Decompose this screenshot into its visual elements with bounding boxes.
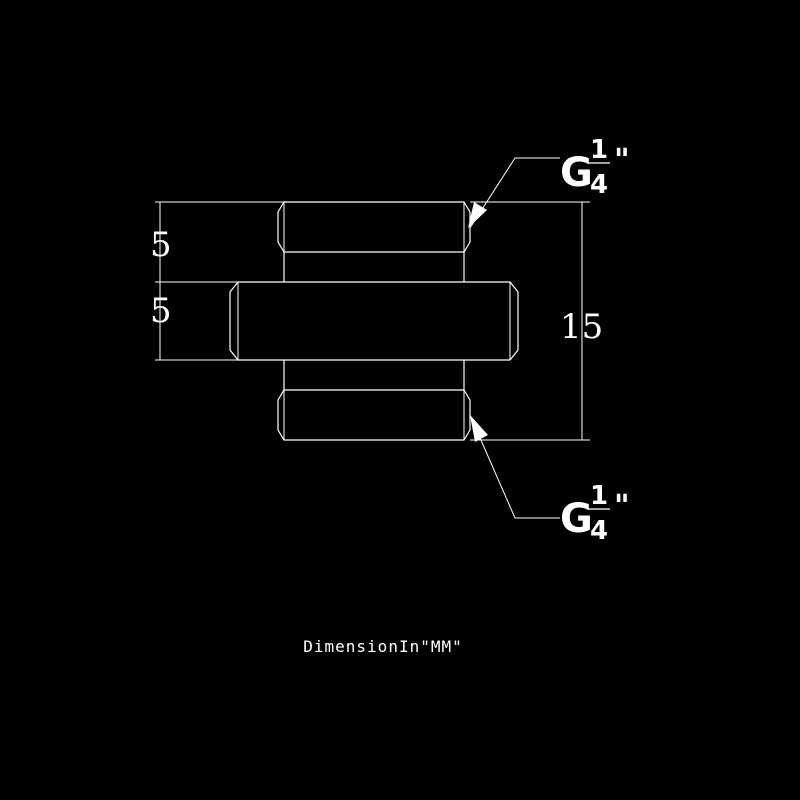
fitting-outline (229, 201, 519, 441)
top-thread-section (277, 201, 471, 253)
dim-middle-height: 5 (150, 291, 172, 331)
dim-top-height: 5 (150, 225, 172, 265)
upper-neck (283, 252, 465, 282)
bottom-arrow-head (470, 415, 488, 442)
top-leader (468, 157, 560, 229)
top-thread-numerator: 1 (590, 135, 608, 165)
bottom-leader (469, 414, 560, 519)
top-thread-denominator: 4 (590, 170, 608, 200)
dimension-unit-caption: DimensionIn"MM" (303, 637, 463, 656)
top-thread-label: G 1 4 " (560, 135, 630, 200)
bottom-thread-inch-mark: " (614, 489, 630, 524)
right-dimension: 15 (470, 201, 603, 441)
bottom-thread-numerator: 1 (590, 481, 608, 511)
lower-neck (283, 360, 465, 390)
dim-total-height: 15 (560, 307, 603, 347)
top-thread-inch-mark: " (614, 143, 630, 178)
left-dimension: 5 5 (150, 201, 284, 361)
bottom-thread-denominator: 4 (590, 516, 608, 546)
bottom-thread-label: G 1 4 " (560, 481, 630, 546)
middle-hex-section (229, 281, 519, 361)
top-thread-letter: G (560, 150, 593, 196)
bottom-thread-letter: G (560, 496, 593, 542)
bottom-thread-section (277, 389, 471, 441)
top-arrow-head (468, 202, 487, 228)
